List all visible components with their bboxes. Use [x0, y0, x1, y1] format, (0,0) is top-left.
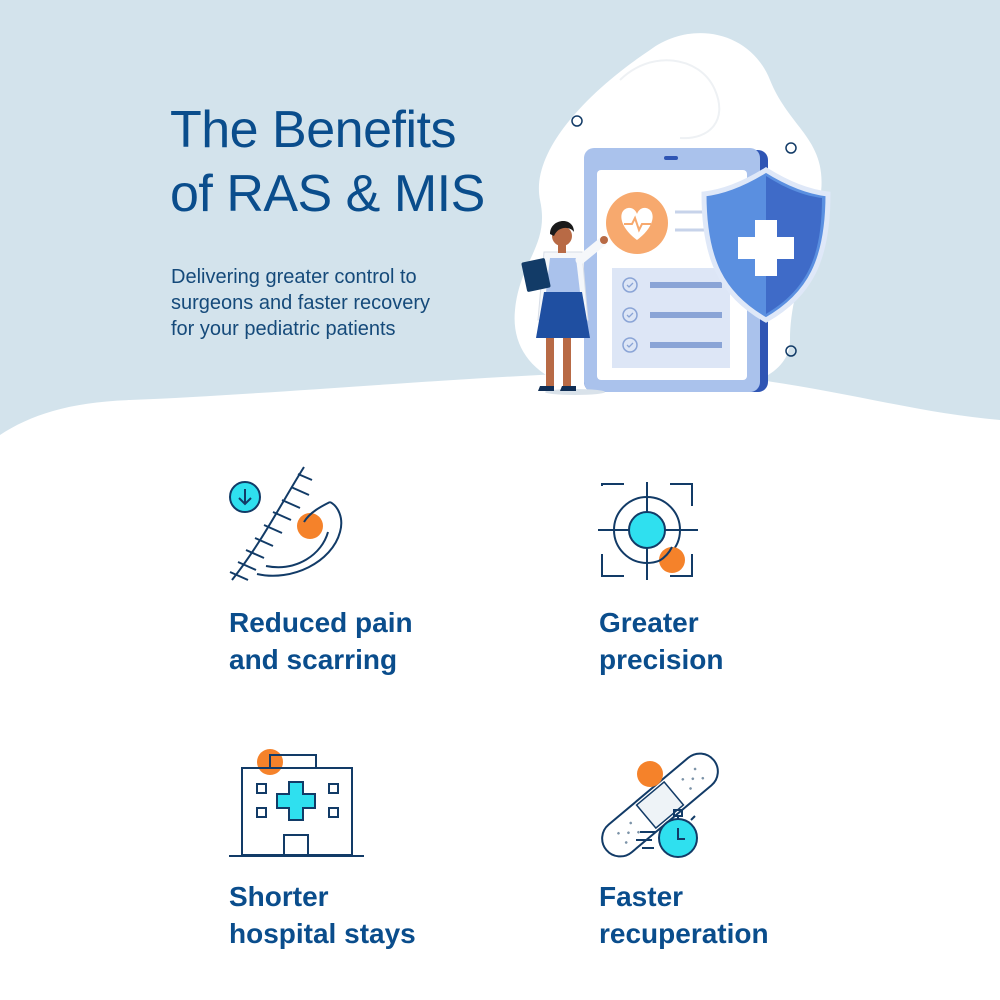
page-subtitle: Delivering greater control to surgeons a…: [171, 264, 501, 342]
title-line: The Benefits: [170, 101, 456, 159]
benefit-heading-line: hospital stays: [229, 918, 416, 949]
doctor-figure: [521, 220, 608, 395]
subtitle-line: Delivering greater control to: [171, 266, 417, 288]
subtitle-line: for your pediatric patients: [171, 318, 396, 340]
benefit-heading: Faster recuperation: [599, 878, 919, 952]
bandage-stopwatch-icon: [601, 752, 719, 858]
benefit-heading: Reduced pain and scarring: [229, 604, 549, 678]
benefit-heading: Greater precision: [599, 604, 919, 678]
benefit-heading: Shorter hospital stays: [229, 878, 549, 952]
decor-circle: [785, 345, 797, 357]
heart-rate-icon: [606, 192, 668, 254]
decor-circle: [571, 115, 583, 127]
subtitle-line: surgeons and faster recovery: [171, 292, 431, 314]
page-title: The Benefits of RAS & MIS: [170, 98, 485, 226]
shield-plus-icon: [701, 167, 831, 323]
benefit-heading-line: Reduced pain: [229, 607, 413, 638]
incision-scar-icon: [229, 466, 343, 581]
benefit-heading-line: Faster: [599, 881, 684, 912]
benefit-heading-line: precision: [599, 644, 724, 675]
benefit-heading-line: recuperation: [599, 918, 769, 949]
benefit-heading-line: Greater: [599, 607, 699, 638]
hospital-building-icon: [229, 749, 364, 857]
decor-circle: [785, 142, 797, 154]
benefit-heading-line: Shorter: [229, 881, 329, 912]
title-line: of RAS & MIS: [170, 165, 485, 223]
crosshair-target-icon: [598, 482, 698, 580]
benefit-heading-line: and scarring: [229, 644, 398, 675]
doctor-tablet-shield-illustration: [514, 33, 831, 397]
